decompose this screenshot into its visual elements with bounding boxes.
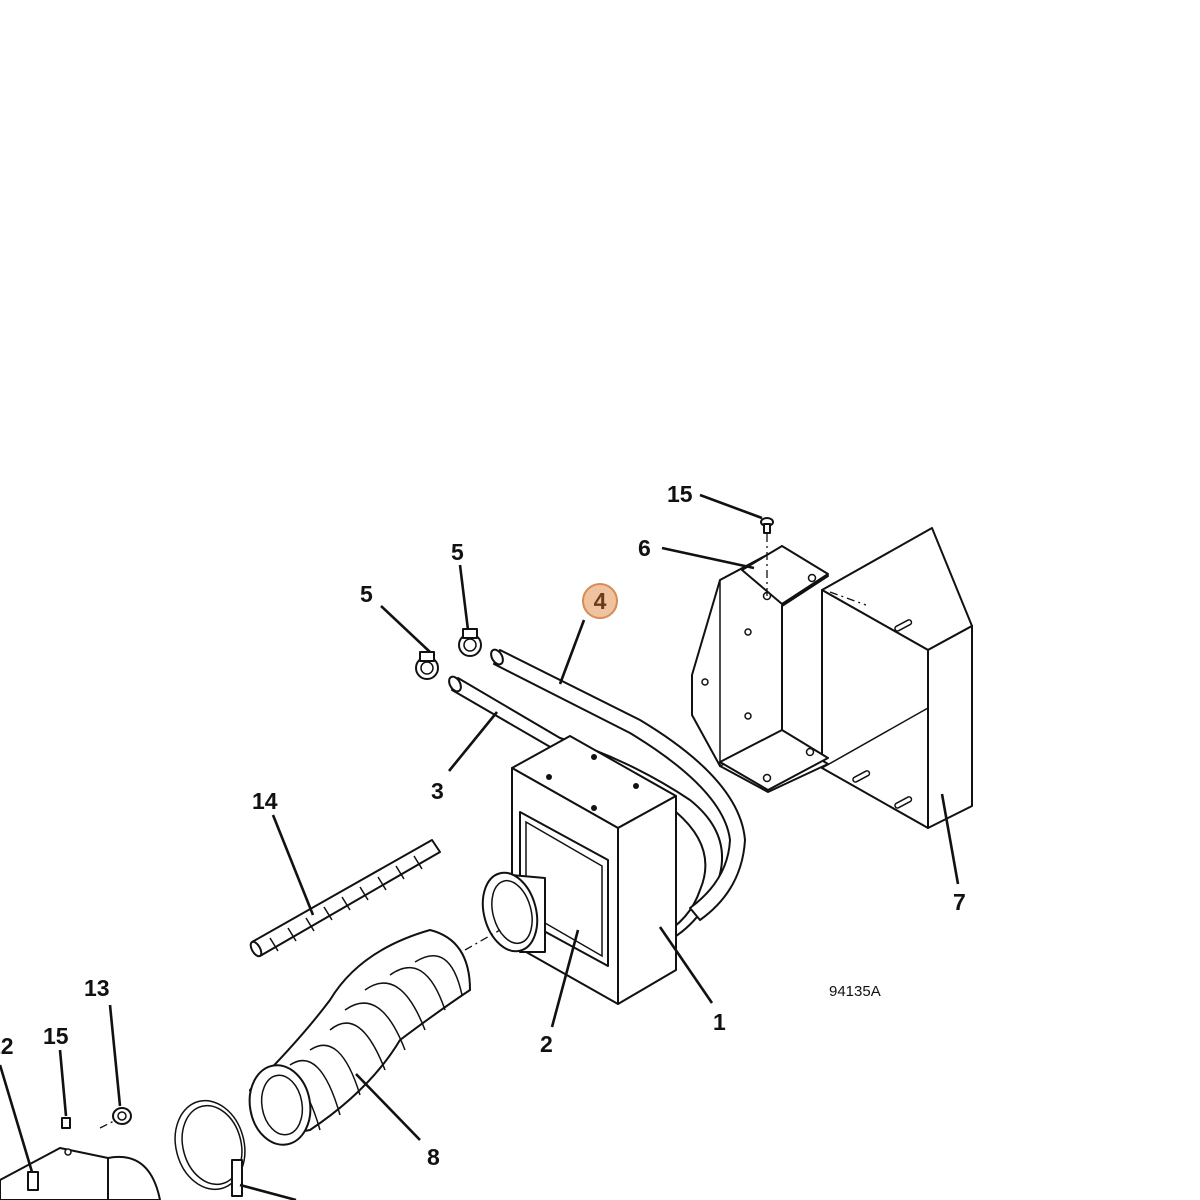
hose-clamp-2[interactable] [458,628,482,657]
hose-clamp-1[interactable] [415,651,439,680]
duct-clamp-ring[interactable] [166,1093,255,1198]
bracket-housing[interactable] [691,527,973,829]
callout-5a: 5 [360,581,373,607]
callout-1: 1 [713,1009,726,1035]
callout-8: 8 [427,1144,440,1170]
highlight-marker [582,583,618,619]
callout-7: 7 [953,889,966,915]
flexible-duct[interactable] [244,929,501,1150]
callout-5b: 5 [451,539,464,565]
callout-6: 6 [638,535,651,561]
diagram-code: 94135A [829,983,881,1000]
callout-2: 2 [540,1031,553,1057]
callout-4: 4 [594,588,607,614]
screw-top[interactable] [760,517,774,598]
callout-14: 14 [252,788,278,814]
callout-3: 3 [431,778,444,804]
heater-box[interactable] [475,735,677,1005]
callout-4-highlight[interactable]: 4 [582,583,618,619]
callout-15b: 15 [43,1023,69,1049]
leader-lines [0,493,960,1200]
callout-13: 13 [84,975,110,1001]
callout-labels: 1 2 3 5 5 6 7 8 12 13 14 15 15 4 94135A [0,481,966,1170]
callout-15a: 15 [667,481,693,507]
threaded-rod[interactable] [249,839,441,958]
lower-housing-fragment[interactable] [0,1107,161,1200]
callout-12: 12 [0,1033,14,1059]
